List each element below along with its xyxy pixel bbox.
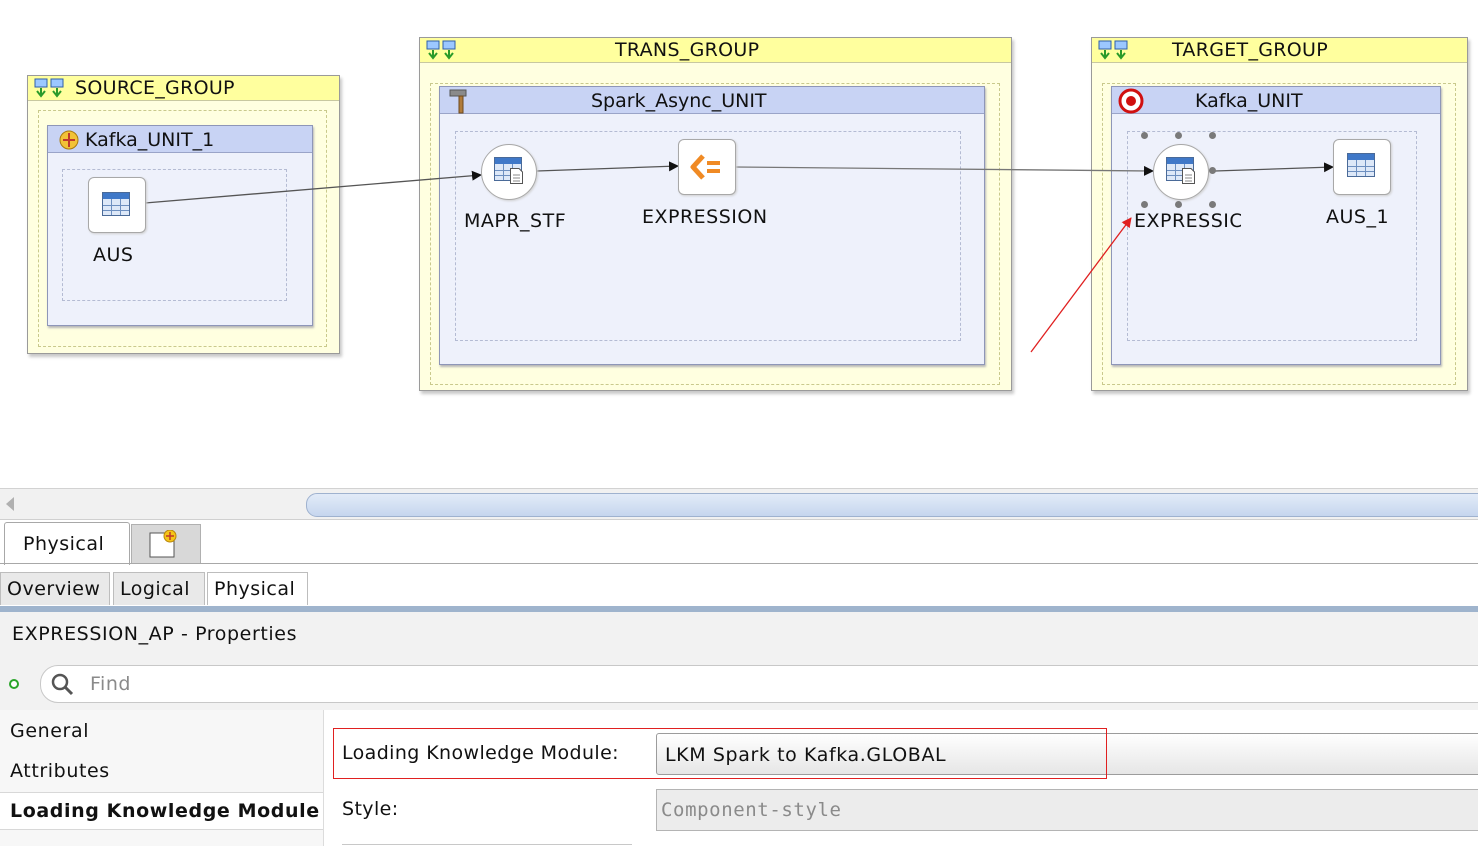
nav-item-attributes[interactable]: Attributes — [10, 760, 110, 782]
status-dot-icon — [9, 679, 19, 689]
unit-body — [455, 131, 961, 341]
properties-title: EXPRESSION_AP - Properties — [12, 623, 298, 645]
nav-item-general[interactable]: General — [10, 720, 90, 742]
tab-label: Overview — [7, 578, 101, 600]
group-body — [430, 83, 1000, 385]
node-label: EXPRESSIC — [1134, 210, 1241, 232]
tab-label: Physical — [214, 578, 296, 600]
aus-1-datastore-node[interactable] — [1333, 139, 1391, 195]
unit-title: Kafka_UNIT — [1195, 90, 1303, 112]
node-label: AUS_1 — [1326, 206, 1390, 228]
editor-tab-strip — [0, 519, 1478, 567]
tab-label: Physical — [23, 533, 105, 555]
spark-async-unit[interactable]: Spark_Async_UNIT — [439, 86, 985, 365]
style-label: Style: — [342, 798, 399, 820]
table-icon — [102, 192, 130, 216]
selection-handle[interactable] — [1141, 201, 1148, 208]
group-title: SOURCE_GROUP — [75, 77, 235, 99]
hammer-icon — [449, 89, 467, 114]
highlight-box — [333, 728, 1107, 779]
unit-header: Kafka_UNIT — [1112, 87, 1440, 114]
style-value-text: Component-style — [661, 799, 842, 821]
trans-group[interactable]: TRANS_GROUP Spark_Async_UNIT — [419, 37, 1012, 391]
selection-handle[interactable] — [1209, 201, 1216, 208]
unit-body — [1127, 131, 1417, 341]
mapr-stream-node[interactable] — [481, 144, 537, 200]
document-icon — [1182, 168, 1195, 184]
properties-content: LKM Spark to Kafka.GLOBAL Loading Knowle… — [324, 710, 1478, 846]
mapping-diagram[interactable]: SOURCE_GROUP Kafka_UNIT_1 TRANS_GROUP — [0, 0, 1478, 488]
selection-handle[interactable] — [1209, 167, 1216, 174]
scrollbar-thumb[interactable] — [306, 493, 1478, 517]
lkm-value-text: LKM Spark to Kafka.GLOBAL — [665, 744, 947, 766]
next-field-edge — [342, 844, 632, 845]
connector-layer — [144, 161, 1334, 353]
horizontal-scrollbar[interactable] — [0, 488, 1478, 520]
group-body — [1102, 83, 1456, 385]
tab-new-diagram[interactable] — [131, 524, 201, 564]
nav-item-selected[interactable]: Loading Knowledge Module — [0, 792, 323, 830]
find-field[interactable]: Find — [40, 665, 1478, 703]
search-icon — [51, 673, 74, 696]
connector-mapr-to-expression[interactable] — [536, 161, 679, 172]
unit-header: Kafka_UNIT_1 — [48, 126, 312, 153]
aus-datastore-node[interactable] — [88, 177, 146, 233]
annotation-arrow — [1030, 217, 1132, 353]
document-icon — [510, 168, 523, 184]
execution-group-icon — [1098, 40, 1128, 60]
tab-strip-divider — [0, 563, 1478, 564]
kafka-unit-1[interactable]: Kafka_UNIT_1 — [47, 125, 313, 326]
nav-item-loading-knowledge-module: Loading Knowledge Module — [10, 800, 320, 822]
group-body — [38, 110, 327, 347]
connector-aus-to-mapr[interactable] — [144, 170, 482, 204]
selection-handle[interactable] — [1175, 132, 1182, 139]
selection-handle[interactable] — [1209, 132, 1216, 139]
tab-physical[interactable]: Physical — [207, 572, 308, 605]
table-icon — [1347, 153, 1375, 177]
scroll-left-icon[interactable] — [6, 497, 14, 511]
connector-expression-ap-to-aus1[interactable] — [1214, 162, 1334, 173]
tab-label: Logical — [120, 578, 191, 600]
node-label: MAPR_STF — [464, 210, 567, 232]
properties-nav: General Attributes Loading Knowledge Mod… — [0, 710, 324, 846]
unit-title: Kafka_UNIT_1 — [85, 129, 215, 151]
style-field[interactable]: Component-style — [656, 789, 1478, 831]
expression-ap-node[interactable] — [1153, 144, 1209, 200]
source-group[interactable]: SOURCE_GROUP Kafka_UNIT_1 — [27, 75, 340, 354]
lkm-field-value[interactable]: LKM Spark to Kafka.GLOBAL — [656, 733, 1478, 775]
tab-logical[interactable]: Logical — [113, 572, 205, 605]
expression-icon — [690, 154, 720, 180]
unit-title: Spark_Async_UNIT — [591, 90, 767, 112]
tab-physical-diagram[interactable]: Physical — [4, 522, 130, 565]
execution-group-icon — [34, 78, 64, 98]
group-header: TARGET_GROUP — [1092, 38, 1467, 63]
target-group[interactable]: TARGET_GROUP Kafka_UNIT — [1091, 37, 1468, 391]
unit-header: Spark_Async_UNIT — [440, 87, 984, 114]
group-header: TRANS_GROUP — [420, 38, 1011, 63]
group-title: TARGET_GROUP — [1172, 39, 1329, 61]
unit-body — [62, 169, 287, 301]
node-label: AUS — [93, 244, 134, 266]
kafka-unit[interactable]: Kafka_UNIT — [1111, 86, 1441, 365]
connector-expression-to-expression-ap[interactable] — [734, 165, 1154, 176]
expression-node[interactable] — [678, 139, 736, 195]
subtab-divider — [0, 606, 1478, 612]
selection-handle[interactable] — [1175, 201, 1182, 208]
execution-group-icon — [426, 40, 456, 60]
group-title: TRANS_GROUP — [615, 39, 760, 61]
kafka-unit-icon — [59, 130, 79, 150]
search-input[interactable]: Find — [90, 673, 131, 695]
tab-overview[interactable]: Overview — [0, 572, 110, 605]
lkm-label: Loading Knowledge Module: — [342, 742, 619, 764]
node-label: EXPRESSION — [642, 206, 768, 228]
target-icon — [1118, 88, 1144, 114]
selection-handle[interactable] — [1141, 132, 1148, 139]
new-document-icon — [149, 530, 177, 558]
group-header: SOURCE_GROUP — [28, 76, 339, 101]
